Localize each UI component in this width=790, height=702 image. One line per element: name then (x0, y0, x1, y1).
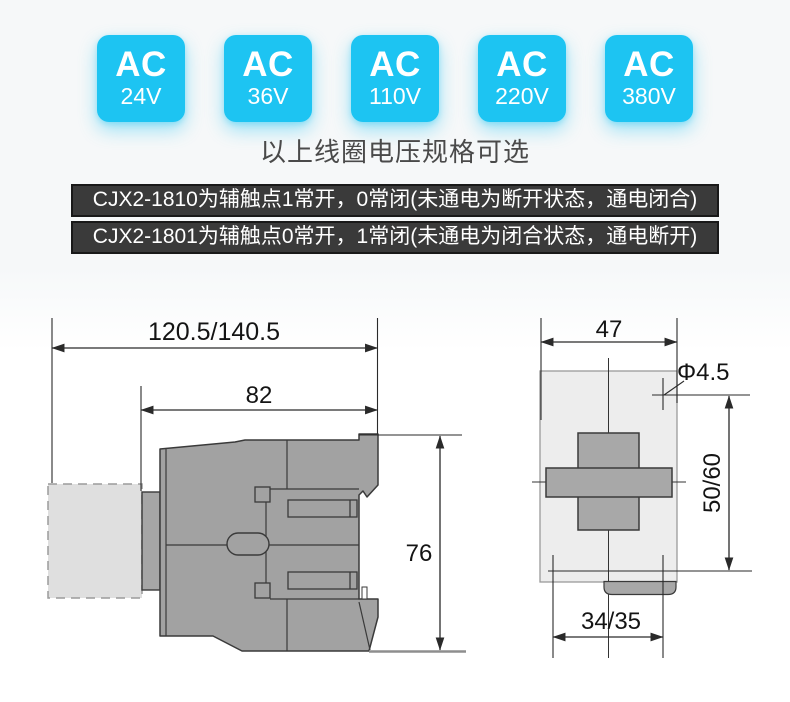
dim-hole-diameter-value: Φ4.5 (677, 359, 730, 386)
badge-ac-label: AC (242, 45, 294, 85)
voltage-badge-ac110: AC 110V (351, 35, 439, 122)
badge-ac-label: AC (369, 45, 421, 85)
dim-overall-length (51, 318, 379, 483)
dim-hole-spacing-vertical (548, 395, 752, 572)
voltage-badge-ac24: AC 24V (97, 35, 185, 122)
badge-voltage-label: 220V (495, 83, 549, 110)
center-clip (226, 532, 270, 556)
coil-voltage-caption: 以上线圈电压规格可选 (259, 137, 530, 167)
badge-voltage-label: 36V (247, 83, 289, 110)
dim-hole-spacing-horizontal (552, 555, 664, 658)
note-banner-cjx2-1810: CJX2-1810为辅触点1常开，0常闭(未通电为断开状态，通电闭合) (71, 184, 719, 217)
badge-ac-label: AC (496, 45, 548, 85)
side-view: 120.5/140.5 82 76 (47, 318, 466, 653)
note-banner-cjx2-1801: CJX2-1801为辅触点0常开，1常闭(未通电为闭合状态，通电断开) (71, 221, 719, 254)
dim-height-value: 76 (406, 540, 433, 567)
terminal-slots (287, 499, 358, 590)
voltage-badge-ac380: AC 380V (605, 35, 693, 122)
mounting-cross (545, 432, 673, 531)
badge-voltage-label: 110V (368, 83, 421, 110)
accessory-dashed-outline (47, 483, 143, 599)
dim-body-length (140, 386, 379, 491)
din-rail-hook-slit (361, 586, 368, 600)
dim-hole-spacing-horizontal-value: 34/35 (581, 608, 641, 635)
lower-latch-square (254, 582, 271, 599)
voltage-badge-row: AC 24V AC 36V AC 110V AC 220V AC 380V (0, 35, 790, 122)
dim-body-length-value: 82 (246, 382, 273, 409)
dim-overall-length-value: 120.5/140.5 (148, 318, 280, 346)
bottom-mounting-tab (603, 580, 677, 596)
dim-hole-spacing-vertical-value: 50/60 (699, 453, 726, 513)
badge-voltage-label: 24V (120, 83, 162, 110)
hole-callout (652, 378, 750, 410)
badge-ac-label: AC (623, 45, 675, 85)
voltage-badge-ac36: AC 36V (224, 35, 312, 122)
badge-voltage-label: 380V (622, 83, 676, 110)
dim-width (540, 318, 678, 420)
badge-ac-label: AC (115, 45, 167, 85)
dim-height (359, 434, 466, 653)
armature-block (141, 491, 161, 591)
dimension-drawing: 120.5/140.5 82 76 (47, 316, 752, 658)
voltage-badge-ac220: AC 220V (478, 35, 566, 122)
upper-latch-square (254, 486, 271, 503)
dim-width-value: 47 (596, 316, 623, 343)
front-view: 47 Φ4.5 50/60 34/35 (532, 316, 752, 658)
